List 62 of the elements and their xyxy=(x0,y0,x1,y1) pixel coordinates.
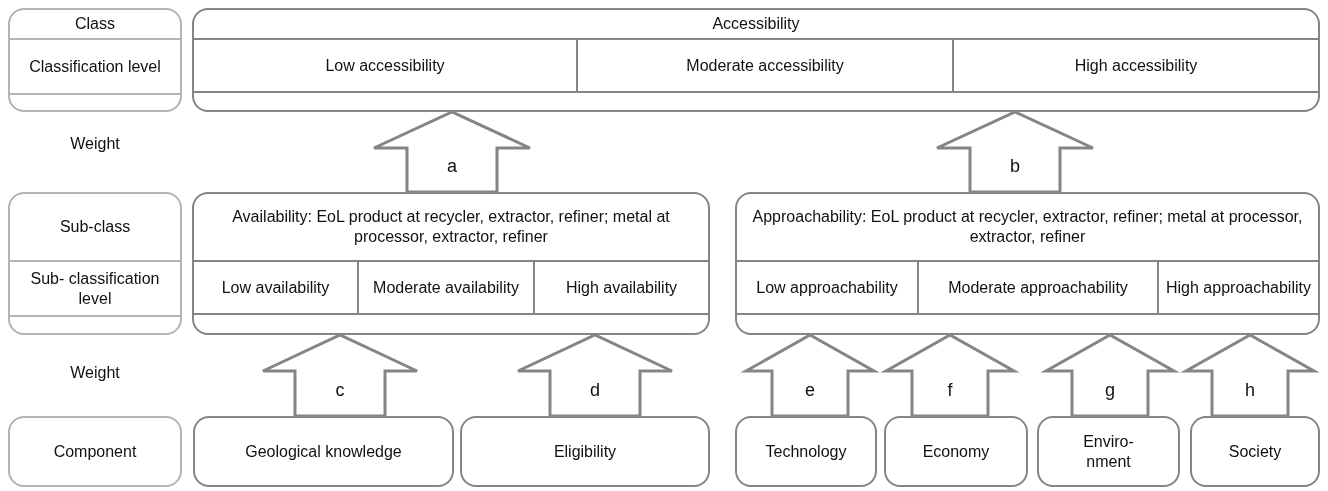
component-label: Society xyxy=(1228,441,1282,462)
level-cell xyxy=(194,260,357,315)
block-arrow xyxy=(372,110,532,194)
category-box xyxy=(1190,416,1320,487)
block-arrow xyxy=(935,110,1095,194)
category-box xyxy=(192,8,1320,112)
component-label: Component xyxy=(53,441,137,462)
row-label: Weight xyxy=(69,135,121,153)
level-label: Moderate availability xyxy=(373,277,519,298)
level-label: Moderate accessibility xyxy=(686,55,844,76)
row-label: Class xyxy=(75,14,115,34)
block-arrow xyxy=(261,333,419,418)
class-heading: Availability: EoL product at recycler, extractor, refiner; metal at processor, extractor, refiner xyxy=(231,207,671,247)
row-label: Weight xyxy=(69,364,121,382)
edge-label: c xyxy=(335,380,345,399)
row-label: Sub- classification level xyxy=(29,269,161,308)
category-box xyxy=(192,192,710,335)
component-label: Geological knowledge xyxy=(245,441,402,462)
row-header-box xyxy=(8,8,182,112)
level-cell xyxy=(1157,260,1318,315)
level-cell xyxy=(952,38,1318,93)
block-arrow xyxy=(740,333,880,418)
category-box xyxy=(193,416,454,487)
level-label: Low availability xyxy=(221,277,330,298)
level-cell xyxy=(917,260,1157,315)
edge-label: g xyxy=(1105,380,1115,399)
level-label: High availability xyxy=(565,277,678,298)
edge-label: b xyxy=(1010,157,1020,176)
component-label: Technology xyxy=(765,441,847,462)
block-arrow xyxy=(880,333,1020,418)
class-heading: Approachability: EoL product at recycler, extractor, refiner; metal at processor, extractor, refiner xyxy=(751,207,1304,247)
row-label: Classification level xyxy=(29,56,161,77)
row-header-box xyxy=(8,416,182,487)
level-label: Moderate approachability xyxy=(948,277,1128,298)
level-cell xyxy=(194,38,576,93)
category-box xyxy=(735,192,1320,335)
category-box xyxy=(735,416,877,487)
category-box xyxy=(884,416,1028,487)
block-arrow xyxy=(1040,333,1180,418)
level-cell xyxy=(357,260,533,315)
component-label: Economy xyxy=(922,441,990,462)
level-label: Low approachability xyxy=(756,277,898,298)
block-arrow xyxy=(516,333,674,418)
class-heading: Accessibility xyxy=(712,14,800,34)
level-label: High approachability xyxy=(1166,277,1311,298)
category-box xyxy=(1037,416,1180,487)
level-cell xyxy=(737,260,917,315)
level-label: High accessibility xyxy=(1074,55,1198,76)
edge-label: h xyxy=(1245,380,1255,399)
component-label: Enviro- nment xyxy=(1082,432,1135,471)
row-label: Sub-class xyxy=(59,217,131,237)
level-label: Low accessibility xyxy=(325,55,445,76)
edge-label: a xyxy=(447,157,457,176)
component-label: Eligibility xyxy=(553,441,617,462)
category-box xyxy=(460,416,710,487)
edge-label: d xyxy=(590,380,600,399)
level-cell xyxy=(576,38,952,93)
edge-label: e xyxy=(805,380,815,399)
row-header-box xyxy=(8,192,182,335)
level-cell xyxy=(533,260,708,315)
edge-label: f xyxy=(947,380,953,399)
block-arrow xyxy=(1180,333,1320,418)
